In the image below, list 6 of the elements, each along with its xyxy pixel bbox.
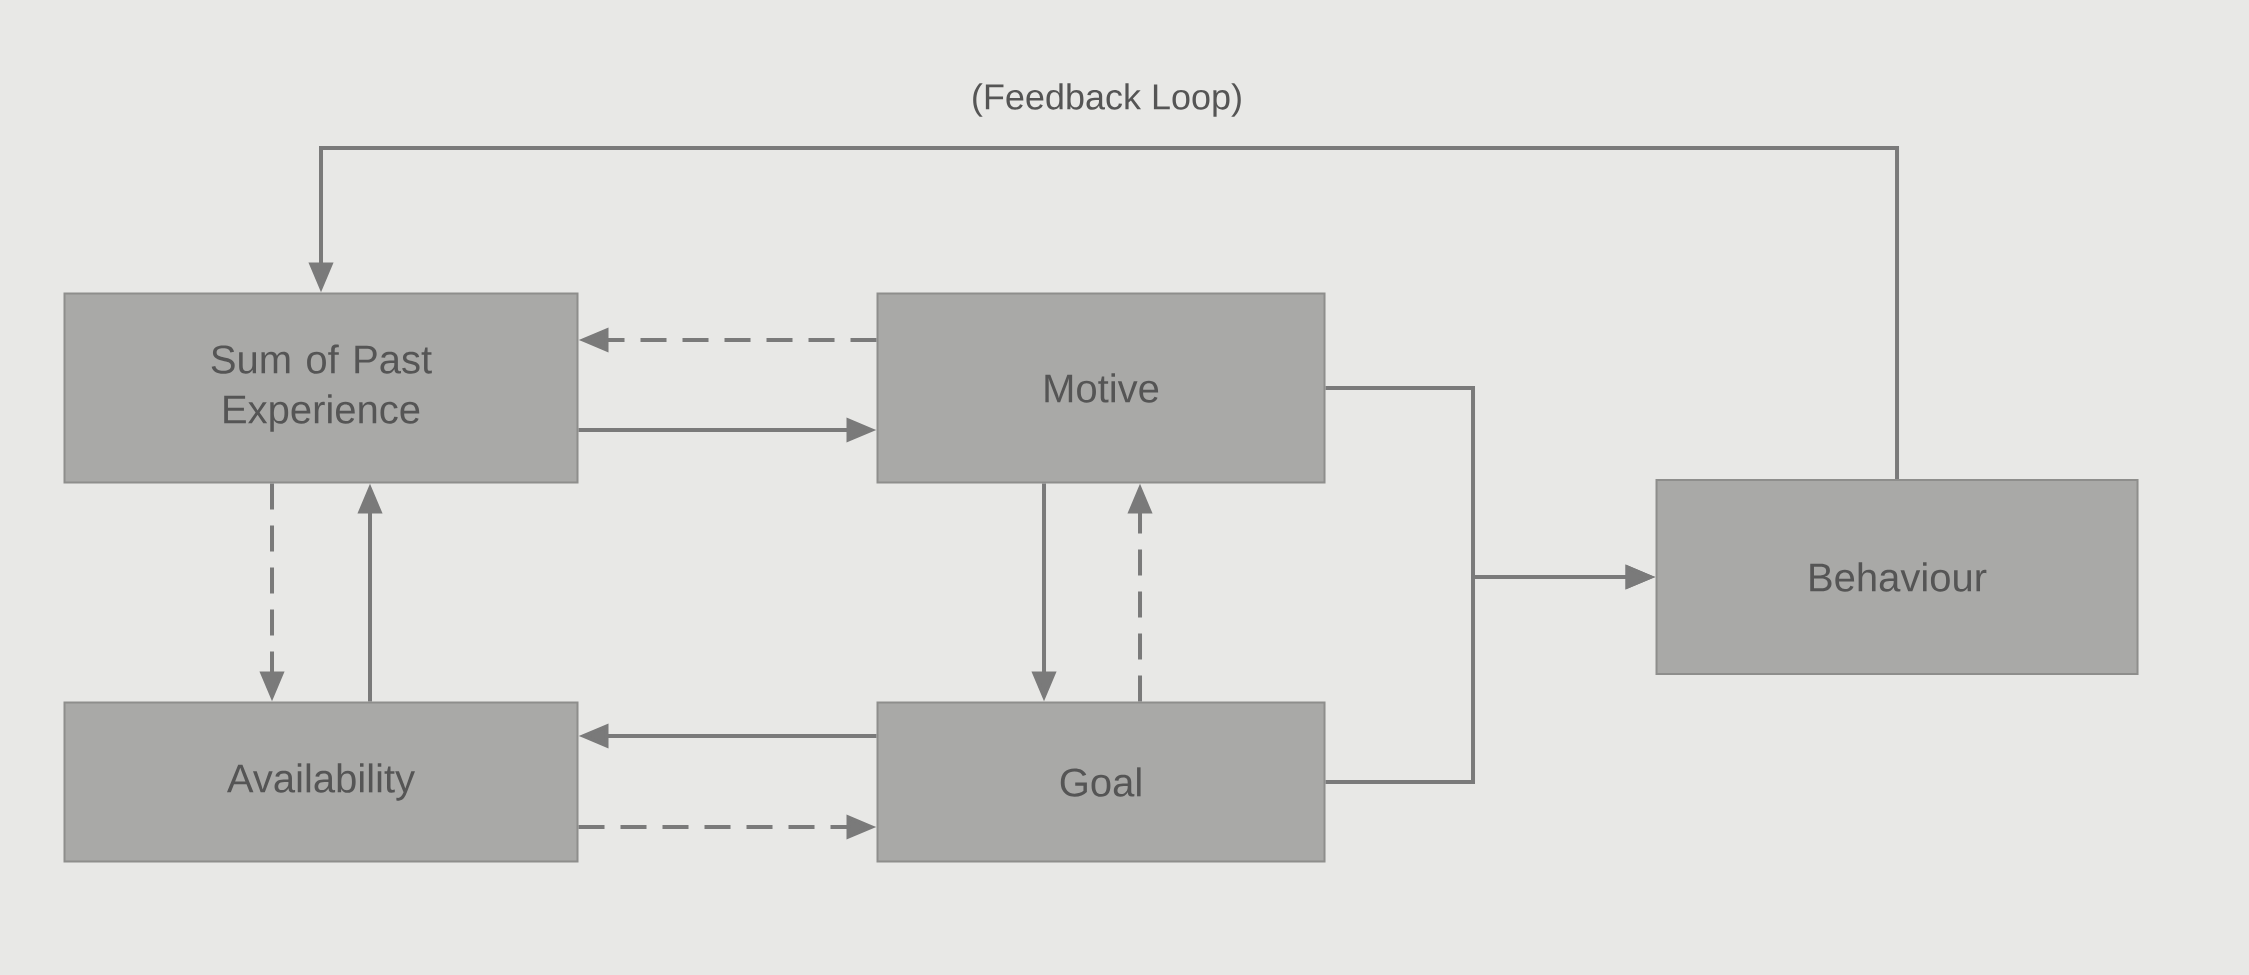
process-box: Availability bbox=[63, 701, 579, 863]
edge-label: (Feedback Loop) bbox=[967, 80, 1247, 120]
process-box: Sum of Past Experience bbox=[63, 292, 579, 484]
process-box: Motive bbox=[876, 292, 1326, 484]
process-box: Behaviour bbox=[1655, 479, 2139, 675]
process-box: Goal bbox=[876, 701, 1326, 863]
